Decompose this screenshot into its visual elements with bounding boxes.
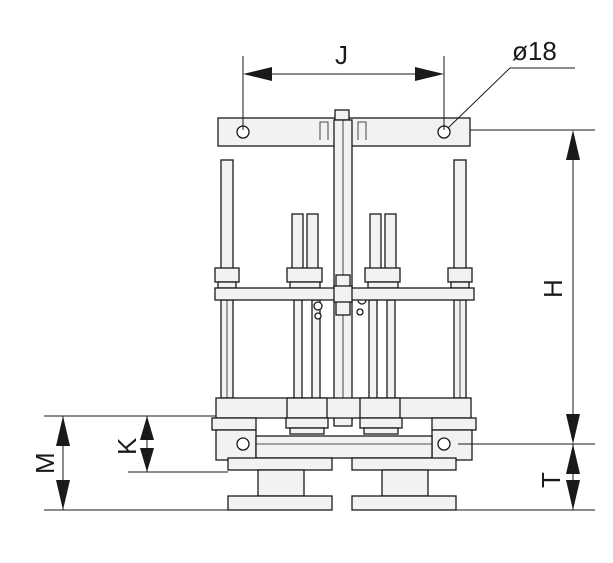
label-h: H — [538, 279, 568, 298]
label-t: T — [536, 472, 566, 488]
label-m: M — [30, 452, 60, 474]
label-diameter: ø18 — [512, 36, 557, 66]
base-hole-left — [236, 437, 250, 451]
middle-crossbar — [214, 285, 475, 303]
base-clamp — [215, 429, 473, 461]
guide-rod-right — [447, 159, 473, 399]
lower-plate — [215, 397, 472, 419]
dimension-t: T — [456, 444, 595, 511]
base-hole-right — [437, 437, 451, 451]
flange-left — [227, 457, 333, 511]
dimension-k: K — [112, 416, 228, 473]
lower-nuts — [211, 417, 477, 435]
label-j: J — [335, 40, 348, 70]
guide-rod-left — [214, 159, 240, 399]
flange-right — [351, 457, 457, 511]
dimension-diameter: ø18 — [447, 36, 575, 129]
label-k: K — [112, 437, 142, 455]
inner-bolts-right — [356, 213, 401, 415]
dimension-h: H — [458, 129, 595, 445]
inner-bolts-left — [286, 213, 323, 415]
dimension-m: M — [30, 415, 228, 511]
dimension-j: J — [242, 40, 445, 130]
central-spindle — [333, 119, 353, 427]
